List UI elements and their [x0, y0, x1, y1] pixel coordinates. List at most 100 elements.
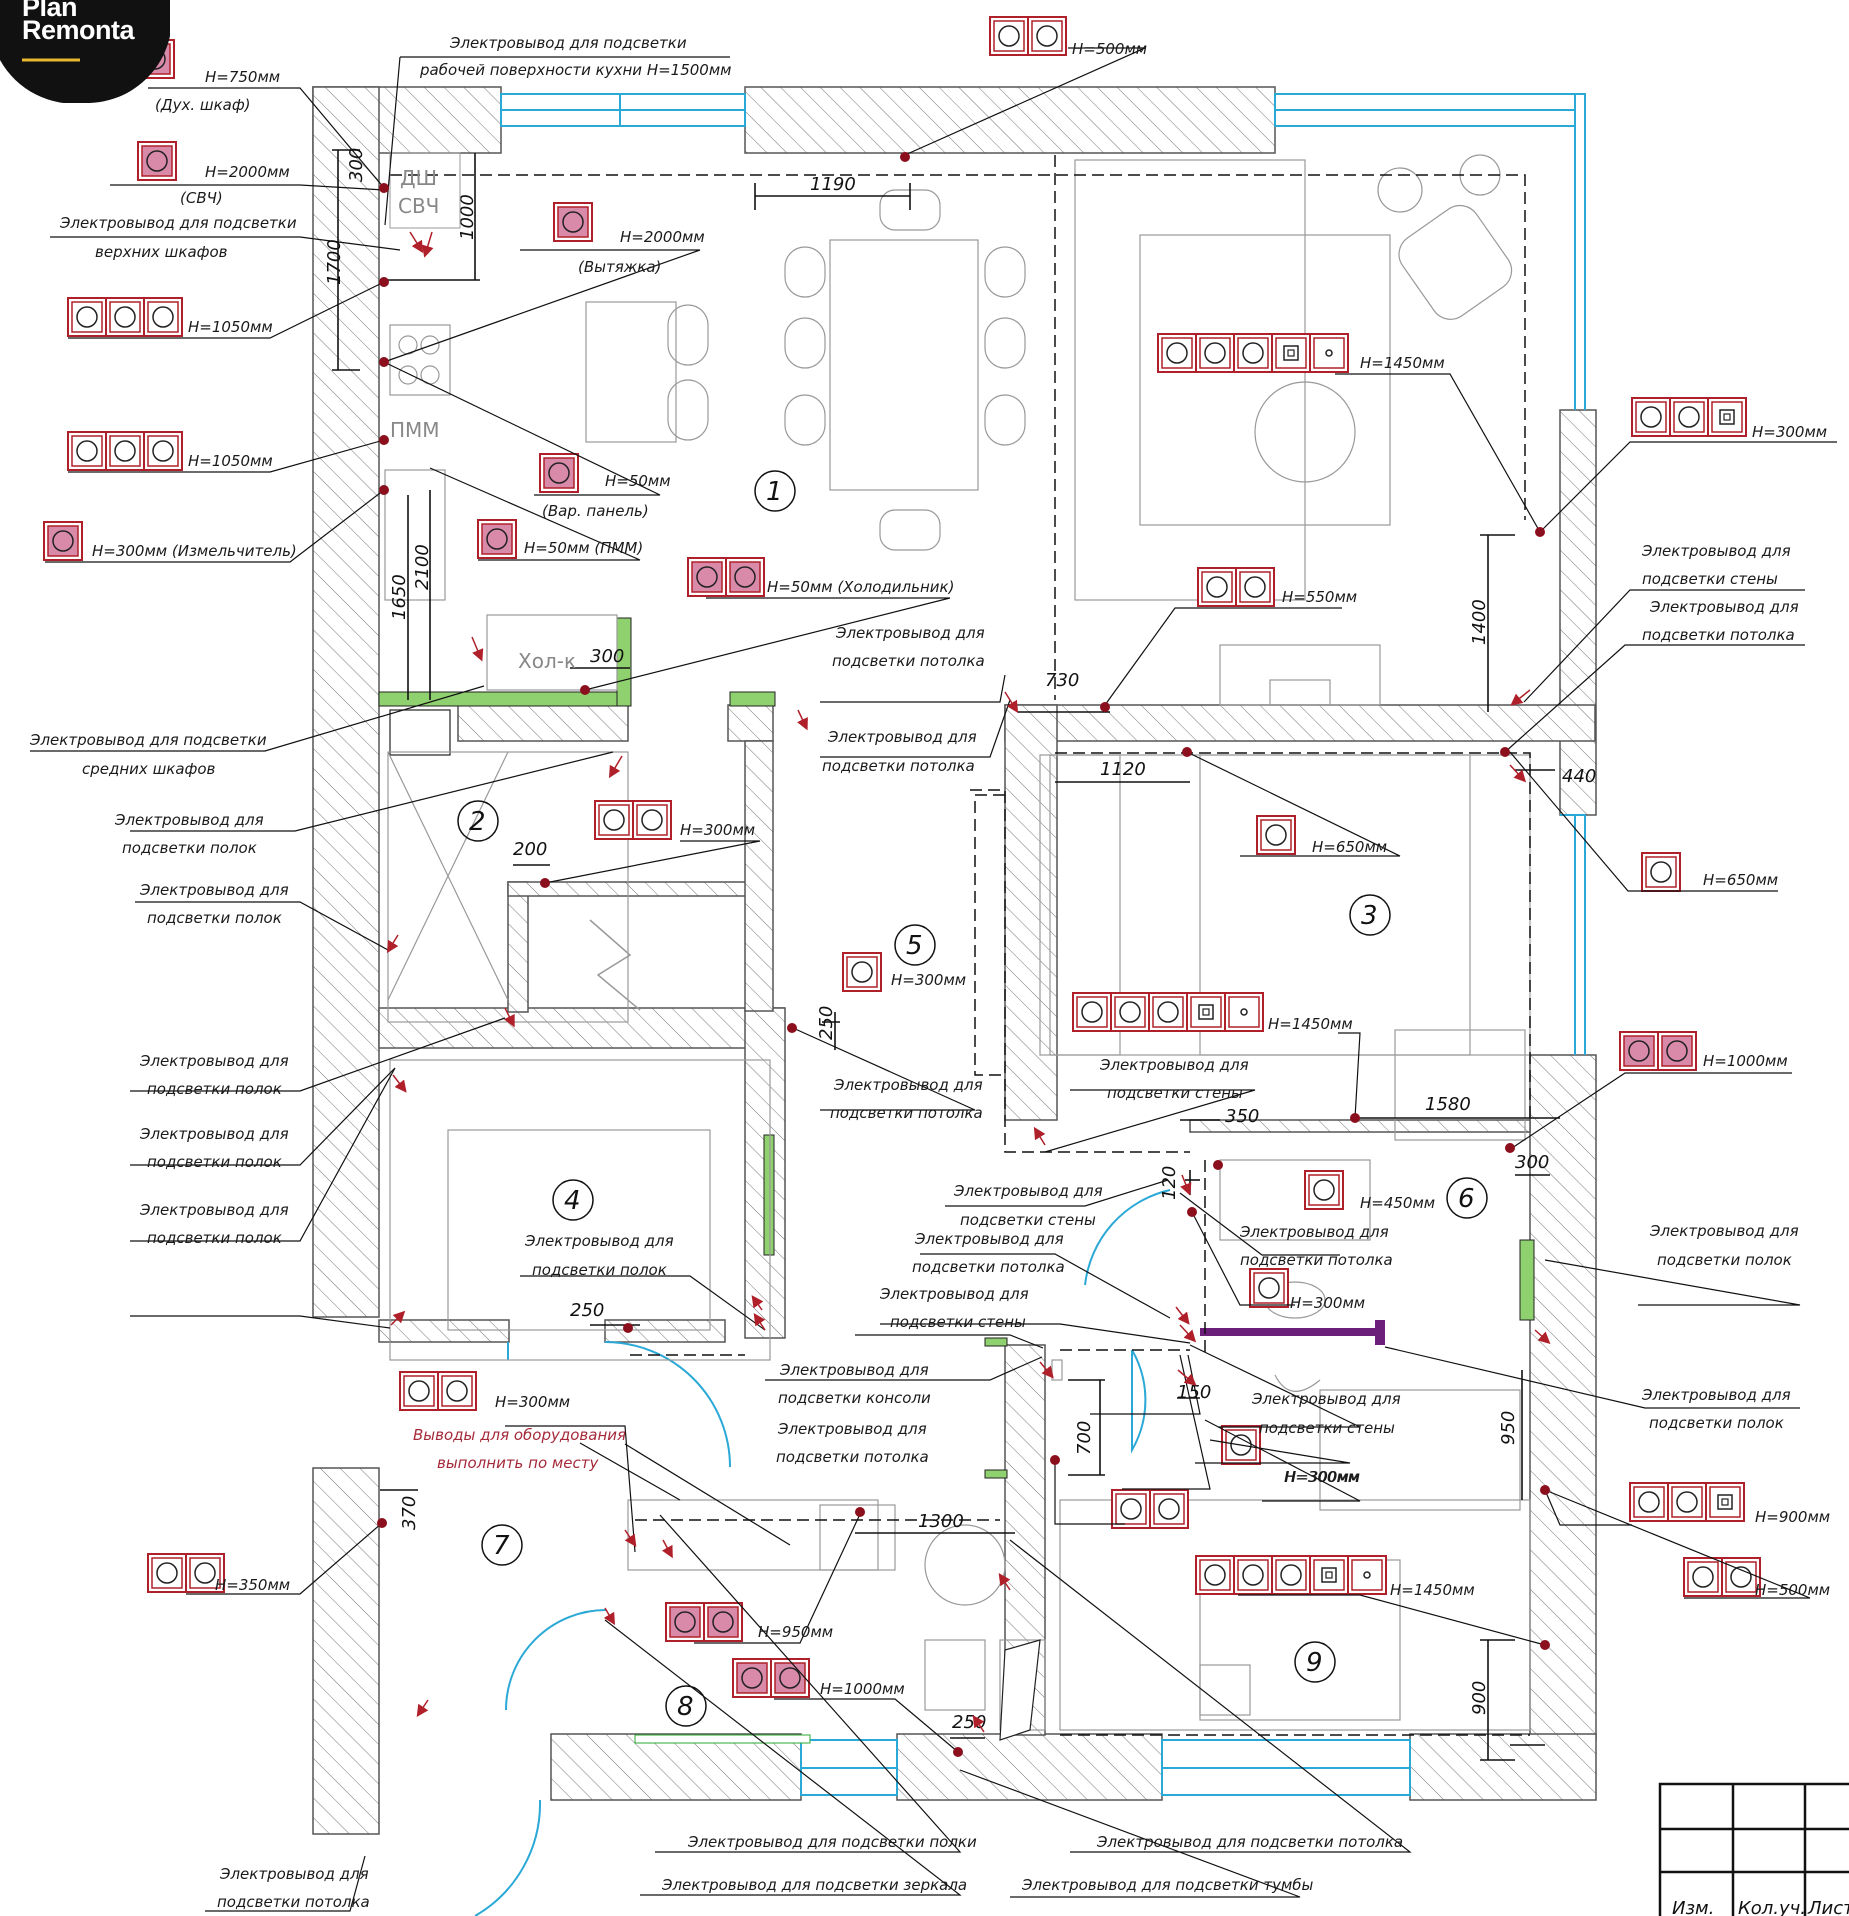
label: Н=650мм: [1703, 871, 1778, 889]
dim-text: 300: [1515, 1152, 1549, 1173]
dim-text: 120: [1159, 1166, 1180, 1200]
label: Электровывод для: [1099, 1056, 1249, 1074]
dim-text: 2100: [412, 544, 433, 590]
label: Электровывод для: [139, 881, 289, 899]
label: Н=300мм: [680, 821, 755, 839]
room-numbers: [457, 470, 1488, 1727]
label: Электровывод для: [914, 1230, 1064, 1248]
red-arrows: [386, 231, 1551, 1733]
label: Н=1450мм: [1360, 354, 1445, 372]
label: Н=300мм: [495, 1393, 570, 1411]
label: Электровывод для: [1251, 1390, 1401, 1408]
dim-text: 950: [1498, 1411, 1519, 1445]
brand-logo: Plan Remonta: [0, 0, 170, 103]
dim-text: 1650: [389, 574, 410, 620]
label: (Вытяжка): [578, 258, 661, 276]
label: подсветки полок: [122, 839, 257, 857]
label: Электровывод для подсветки: [29, 731, 267, 749]
label: Н=300мм: [1285, 1468, 1360, 1486]
label: Н=1450мм: [1268, 1015, 1353, 1033]
label: Электровывод для: [779, 1361, 929, 1379]
label: Электровывод для подсветки потолка: [1096, 1833, 1403, 1851]
label: Н=900мм: [1755, 1508, 1830, 1526]
dim-text: 900: [1469, 1681, 1490, 1715]
dim-text: 200: [513, 839, 547, 860]
dim-text: 1580: [1425, 1094, 1471, 1115]
label: Н=300мм: [1290, 1294, 1365, 1312]
dim-text: 300: [346, 148, 367, 182]
label: Электровывод для: [827, 728, 977, 746]
label: Н=1000мм: [1703, 1052, 1788, 1070]
label: подсветки потолка: [776, 1448, 929, 1466]
label: Электровывод для: [833, 1076, 983, 1094]
mw-mark: СВЧ: [398, 194, 439, 218]
label: Н=1050мм: [188, 452, 273, 470]
label: Н=1000мм: [820, 1680, 905, 1698]
label: (Дух. шкаф): [155, 96, 251, 114]
doors: [474, 1189, 1171, 1916]
label: Электровывод для: [1649, 598, 1799, 616]
labels: Н=750мм (Дух. шкаф) Н=2000мм (СВЧ) Элект…: [29, 34, 1830, 1911]
title-block-kol: Кол.уч.: [1738, 1898, 1806, 1916]
logo-line1: Plan: [22, 0, 78, 22]
label: Н=300мм: [1752, 423, 1827, 441]
label: подсветки стены: [1642, 570, 1778, 588]
label: Электровывод для: [1641, 542, 1791, 560]
label: средних шкафов: [82, 760, 216, 778]
dimension-lines: [332, 149, 1560, 1761]
label: подсветки консоли: [778, 1389, 931, 1407]
label: Электровывод для подсветки полки: [687, 1833, 977, 1851]
windows: [500, 93, 1586, 1796]
label: (СВЧ): [180, 189, 223, 207]
label: Электровывод для: [139, 1052, 289, 1070]
logo-line2: Remonta: [22, 15, 135, 45]
appliance-marks: ДШ СВЧ ПММ Хол-к: [389, 152, 576, 673]
label: Н=750мм: [205, 68, 280, 86]
dim-text: 1300: [918, 1511, 964, 1532]
dim-text: 1120: [1100, 759, 1146, 780]
room-4: 4: [564, 1186, 581, 1216]
dimension-texts: 300 1700 1000 1190 1650 2100 300 730 112…: [324, 148, 1596, 1733]
label: Электровывод для подсветки: [59, 214, 297, 232]
dim-text: 1190: [810, 174, 856, 195]
room-number-texts: 1 2 3 4 5 6 7 8 9: [469, 477, 1475, 1722]
dim-text: 300: [590, 646, 624, 667]
label: подсветки полок: [1649, 1414, 1784, 1432]
label: Электровывод для: [835, 624, 985, 642]
dim-text: 730: [1045, 670, 1079, 691]
label: подсветки полок: [147, 1153, 282, 1171]
label: подсветки потолка: [912, 1258, 1065, 1276]
label: Электровывод для: [139, 1201, 289, 1219]
label: Н=300мм (Измельчитель): [92, 542, 297, 560]
room-8: 8: [677, 1692, 694, 1722]
label: Н=450мм: [1360, 1194, 1435, 1212]
label: подсветки стены: [960, 1211, 1096, 1229]
led-strips: [378, 617, 1535, 1744]
label: Электровывод для: [1649, 1222, 1799, 1240]
room-5: 5: [906, 931, 923, 961]
dim-text: 250: [816, 1006, 837, 1040]
label: подсветки потолка: [832, 652, 985, 670]
label: Электровывод для: [953, 1182, 1103, 1200]
label: подсветки полок: [147, 1229, 282, 1247]
label: Н=2000мм: [205, 163, 290, 181]
label: Н=50мм (ПММ): [524, 539, 643, 557]
dashed-zones: [390, 155, 1531, 1736]
label: Электровывод для: [219, 1865, 369, 1883]
leader-lines: [30, 47, 1837, 1912]
title-block: [1658, 1782, 1849, 1916]
label: Н=350мм: [215, 1576, 290, 1594]
label: (Вар. панель): [542, 502, 649, 520]
label: Электровывод для подсветки зеркала: [661, 1876, 967, 1894]
dim-text: 370: [399, 1496, 420, 1530]
label: подсветки полок: [147, 909, 282, 927]
fridge-mark: Хол-к: [518, 649, 576, 673]
label: Электровывод для: [139, 1125, 289, 1143]
title-block-list: Лист: [1807, 1898, 1849, 1916]
label: Н=1450мм: [1390, 1581, 1475, 1599]
room-9: 9: [1306, 1648, 1323, 1678]
label: Электровывод для: [1239, 1223, 1389, 1241]
label: подсветки стены: [1259, 1419, 1395, 1437]
label: Н=300мм: [891, 971, 966, 989]
